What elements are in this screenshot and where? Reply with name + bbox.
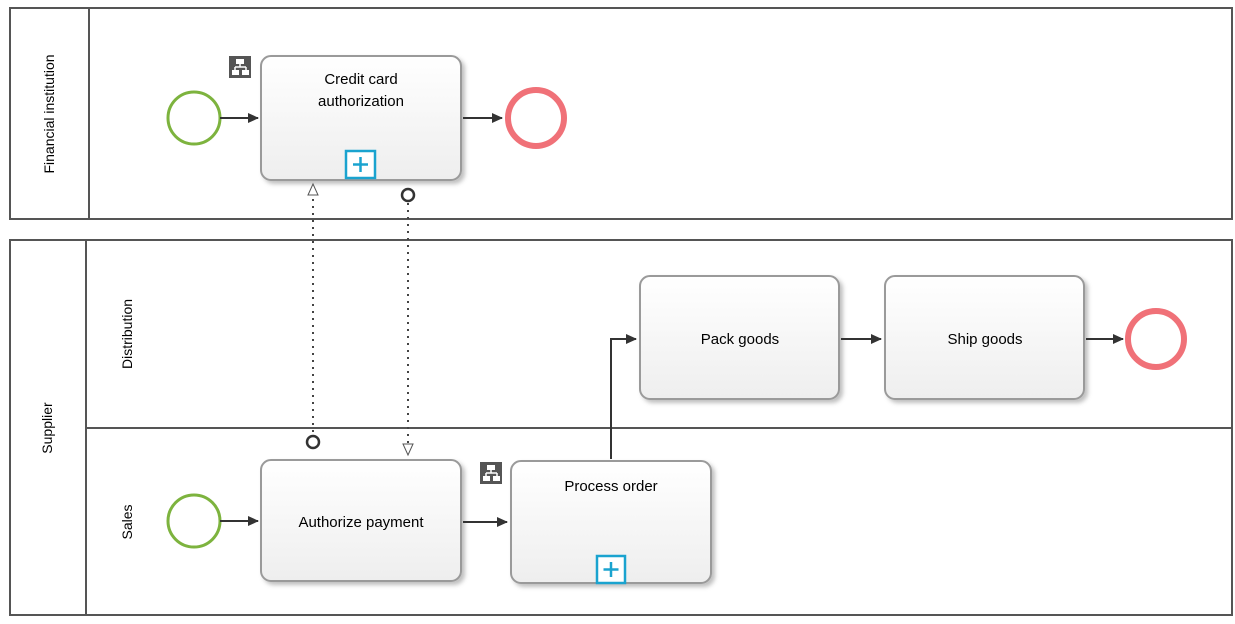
task-label: Authorize payment [298,514,424,531]
task-box [639,275,840,400]
task-label-line-1: Credit card [324,71,397,88]
start-event-financial[interactable] [166,90,222,146]
hierarchy-icon [480,462,502,484]
task-authorize-payment[interactable]: Authorize payment [260,459,462,582]
message-flow-start-circle [400,187,416,203]
task-ship-goods[interactable]: Ship goods [884,275,1085,400]
task-process-order[interactable]: Process order [510,460,712,585]
task-credit-card-authorization[interactable]: Credit card authorization [260,55,462,181]
task-label: Ship goods [947,331,1022,348]
task-box [884,275,1085,400]
task-pack-goods[interactable]: Pack goods [639,275,840,400]
end-event-supplier[interactable] [1125,308,1187,370]
lane-label-distribution: Distribution [119,299,135,369]
end-event-financial[interactable] [505,87,567,149]
start-event-sales[interactable] [166,493,222,549]
pool-label: Financial institution [41,54,57,173]
task-box [260,55,462,181]
task-label: Process order [564,478,657,495]
task-label: Pack goods [701,331,779,348]
sequence-flow-process-to-pack [610,334,637,459]
lane-label-sales: Sales [119,504,135,539]
task-label-line-2: authorization [318,93,404,110]
subprocess-expand-icon[interactable] [344,149,377,180]
hierarchy-icon [229,56,251,78]
pool-label: Supplier [39,402,55,454]
subprocess-expand-icon[interactable] [595,554,627,585]
message-flow-start-circle [305,434,321,450]
task-box [260,459,462,582]
